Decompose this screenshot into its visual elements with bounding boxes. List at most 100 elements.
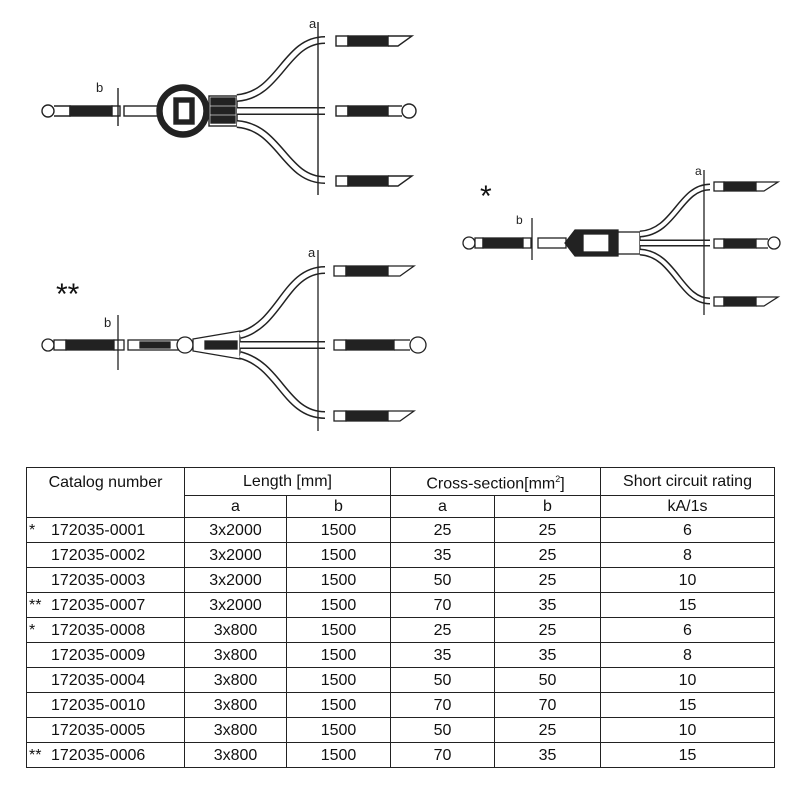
rating-cell: 15	[600, 592, 775, 619]
cross-section-b-cell: 50	[494, 667, 601, 694]
length-b-cell: 1500	[286, 592, 391, 619]
catalog-table: Catalog number Length [mm] Cross-section…	[26, 466, 775, 769]
catalog-number-cell: ** 172035-0006	[26, 742, 185, 769]
rating-cell: 8	[600, 542, 775, 569]
catalog-number: 172035-0009	[51, 646, 146, 664]
rating-cell: 15	[600, 742, 775, 769]
cable-diagram-splice: b a	[41, 245, 427, 431]
length-a-cell: 3x2000	[184, 542, 287, 569]
svg-text:a: a	[695, 164, 702, 178]
length-a-cell: 3x800	[184, 642, 287, 669]
cross-section-a-cell: 50	[390, 667, 495, 694]
catalog-number-header: Catalog number	[26, 466, 185, 519]
catalog-number: 172035-0004	[51, 671, 146, 689]
length-a-cell: 3x800	[184, 742, 287, 769]
cross-section-b-cell: 35	[494, 642, 601, 669]
catalog-number-cell: 172035-0004	[26, 667, 185, 694]
cross-section-a-cell: 35	[390, 542, 495, 569]
catalog-number: 172035-0003	[51, 571, 146, 589]
catalog-number-cell: *172035-0008	[26, 617, 185, 644]
rating-cell: 6	[600, 517, 775, 544]
svg-text:b: b	[104, 315, 111, 330]
length-b-cell: 1500	[286, 517, 391, 544]
catalog-number: 172035-0001	[51, 521, 146, 539]
length-a-cell: 3x800	[184, 692, 287, 719]
catalog-number-cell: * 172035-0001	[26, 517, 185, 544]
cross-section-b-cell: 25	[494, 567, 601, 594]
row-marker: **	[29, 596, 42, 614]
catalog-number: 172035-0002	[51, 546, 146, 564]
cross-section-label: Cross-section[mm	[426, 475, 556, 493]
cross-section-a-cell: 50	[390, 567, 495, 594]
cable-diagram-round-hub: b a	[41, 16, 417, 195]
length-a-cell: 3x800	[184, 717, 287, 744]
length-header: Length [mm]	[184, 466, 391, 497]
catalog-number-cell: ** 172035-0007	[26, 592, 185, 619]
rating-cell: 10	[600, 667, 775, 694]
svg-text:b: b	[516, 213, 523, 227]
row-marker: *	[29, 621, 36, 639]
table-subheader-row: a b a b kA/1s	[27, 495, 775, 519]
rating-unit-subheader: kA/1s	[600, 495, 775, 519]
cross-section-b-subheader: b	[494, 495, 601, 519]
cross-section-b-cell: 25	[494, 517, 601, 544]
cross-section-a-subheader: a	[390, 495, 495, 519]
length-a-cell: 3x800	[184, 667, 287, 694]
length-a-cell: 3x800	[184, 617, 287, 644]
row-marker: *	[29, 521, 36, 539]
catalog-number-cell: 172035-0005	[26, 717, 185, 744]
catalog-number-cell: 172035-0002	[26, 542, 185, 569]
length-b-cell: 1500	[286, 542, 391, 569]
length-b-cell: 1500	[286, 642, 391, 669]
catalog-number-cell: 172035-0010	[26, 692, 185, 719]
cross-section-a-cell: 25	[390, 617, 495, 644]
length-b-cell: 1500	[286, 567, 391, 594]
rating-cell: 10	[600, 717, 775, 744]
cross-section-b-cell: 25	[494, 717, 601, 744]
svg-text:b: b	[96, 80, 103, 95]
short-circuit-rating-header: Short circuit rating	[600, 466, 775, 497]
length-b-subheader: b	[286, 495, 391, 519]
cross-section-a-cell: 35	[390, 642, 495, 669]
cross-section-a-cell: 50	[390, 717, 495, 744]
length-b-cell: 1500	[286, 667, 391, 694]
catalog-number: 172035-0010	[51, 696, 146, 714]
catalog-number-cell: 172035-0009	[26, 642, 185, 669]
cross-section-b-cell: 25	[494, 542, 601, 569]
cross-section-b-cell: 35	[494, 742, 601, 769]
catalog-number-cell: 172035-0003	[26, 567, 185, 594]
cross-section-b-cell: 25	[494, 617, 601, 644]
length-a-cell: 3x2000	[184, 592, 287, 619]
double-star-marker: **	[56, 278, 80, 311]
cross-section-a-cell: 70	[390, 742, 495, 769]
length-b-cell: 1500	[286, 617, 391, 644]
length-a-cell: 3x2000	[184, 567, 287, 594]
svg-text:a: a	[309, 16, 317, 31]
catalog-number: 172035-0006	[51, 746, 146, 764]
cross-section-header: Cross-section[mm2]	[390, 466, 601, 497]
cross-section-a-cell: 70	[390, 692, 495, 719]
catalog-number: 172035-0007	[51, 596, 146, 614]
length-b-cell: 1500	[286, 742, 391, 769]
row-marker: **	[29, 746, 42, 764]
cross-section-b-cell: 70	[494, 692, 601, 719]
length-a-cell: 3x2000	[184, 517, 287, 544]
table-header-row: Catalog number Length [mm] Cross-section…	[26, 466, 775, 519]
cross-section-b-cell: 35	[494, 592, 601, 619]
rating-cell: 8	[600, 642, 775, 669]
rating-cell: 15	[600, 692, 775, 719]
cross-section-bracket: ]	[560, 475, 565, 493]
cable-diagram-block-hub: b a	[462, 164, 781, 315]
catalog-number: 172035-0005	[51, 721, 146, 739]
cross-section-unit-exponent: 2	[555, 474, 561, 484]
